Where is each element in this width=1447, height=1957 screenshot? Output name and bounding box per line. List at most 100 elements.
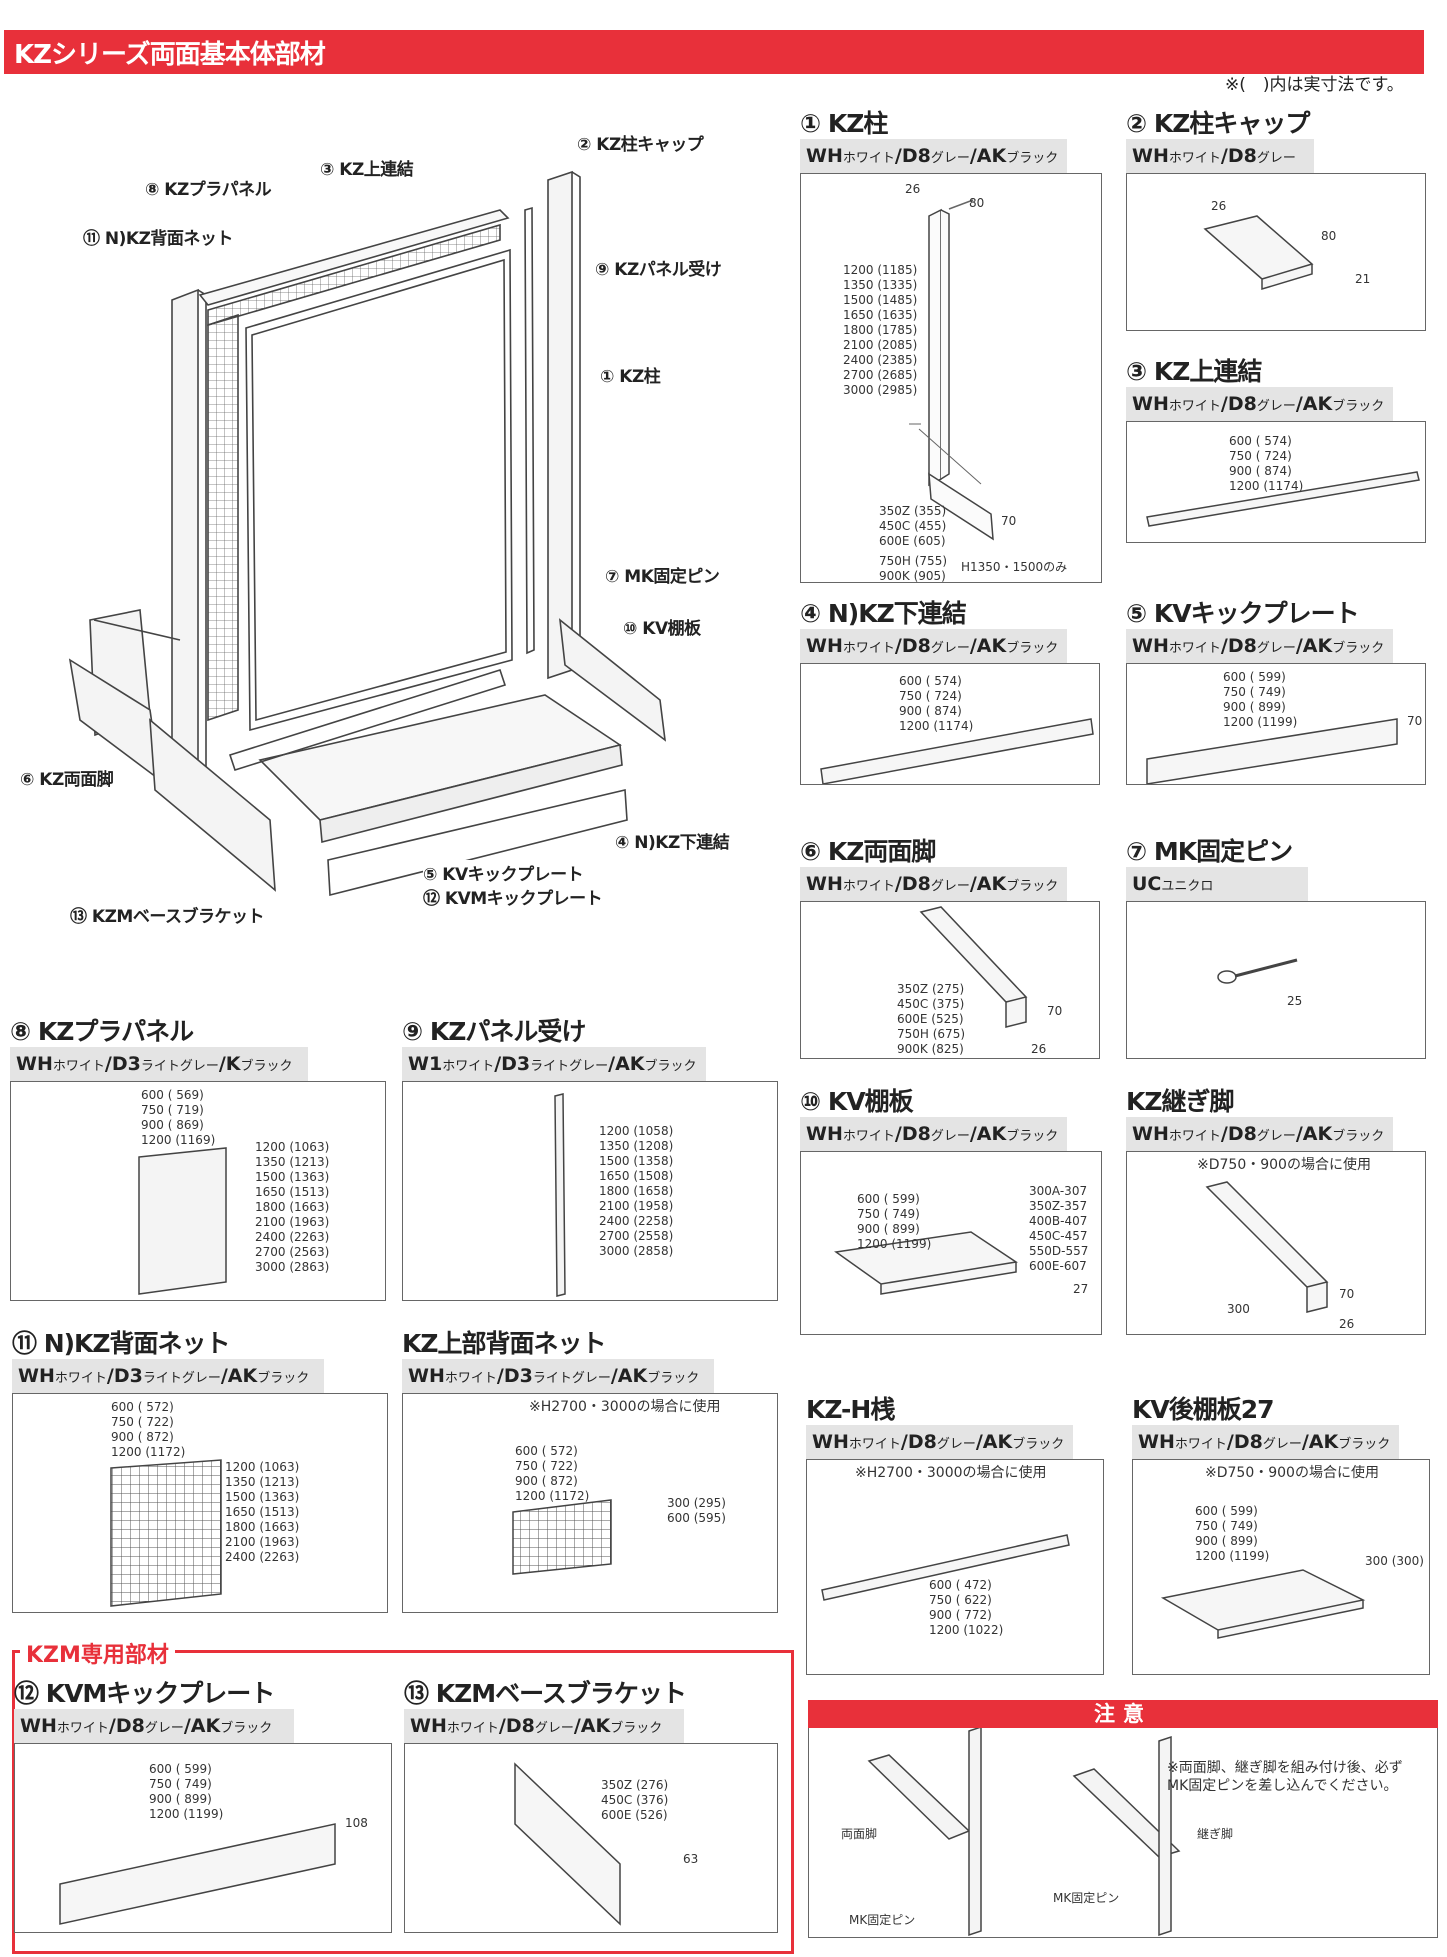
diagram-label-fixing-pin: ⑦ MK固定ピン [605, 562, 720, 587]
color-name: ブラック [1006, 641, 1059, 656]
color-band: WHホワイト/D8グレー/AKブラック [1126, 387, 1393, 421]
dim-height: 108 [345, 1816, 368, 1830]
dim-widths: 600 ( 572) 750 ( 722) 900 ( 872) 1200 (1… [515, 1444, 590, 1503]
part-drawing: 600 ( 599) 750 ( 749) 900 ( 899) 1200 (1… [14, 1743, 392, 1933]
color-name: ブラック [1012, 1437, 1065, 1452]
dim-widths: 600 ( 599) 750 ( 749) 900 ( 899) 1200 (1… [1223, 670, 1298, 729]
color-band: WHホワイト/D8グレー/AKブラック [806, 1425, 1073, 1459]
color-band: WHホワイト/D8グレー [1126, 139, 1314, 173]
part-drawing: 600 ( 572) 750 ( 722) 900 ( 872) 1200 (1… [12, 1393, 388, 1613]
dim-width: 26 [1339, 1317, 1355, 1331]
dim-widths: 600 ( 472) 750 ( 622) 900 ( 772) 1200 (1… [929, 1578, 1004, 1637]
part-title: ① KZ柱 [800, 109, 888, 138]
color-name: ライトグレー [530, 1059, 609, 1074]
usage-note: ※H2700・3000の場合に使用 [855, 1465, 1047, 1481]
color-name: ホワイト [848, 1437, 901, 1452]
dim-widths: 600 ( 599) 750 ( 749) 900 ( 899) 1200 (1… [857, 1192, 932, 1251]
color-code: WH [1132, 1123, 1169, 1145]
color-name: ブラック [240, 1059, 293, 1074]
dim-heights: 1200 (1185) 1350 (1335) 1500 (1485) 1650… [843, 263, 918, 397]
color-name: グレー [144, 1721, 184, 1736]
dim-leg-depths: 350Z (355) 450C (455) 600E (605) [879, 504, 947, 548]
part-title: ⑨ KZパネル受け [402, 1017, 586, 1046]
color-name: ホワイト [842, 641, 895, 656]
kzm-section-frame [12, 1650, 794, 1954]
color-code: WH [806, 873, 843, 895]
color-code: /D8 [900, 1431, 937, 1453]
part-title: KZ-H桟 [806, 1395, 895, 1424]
color-name: ライトグレー [142, 1371, 221, 1386]
part-title: ④ N)KZ下連結 [800, 599, 967, 628]
dim-depths: 300A-307 350Z-357 400B-407 450C-457 550D… [1029, 1184, 1089, 1273]
part-title: ⑫ KVMキックプレート [14, 1679, 275, 1708]
section-title: KZシリーズ両面基本体部材 [14, 40, 326, 70]
color-name: ブラック [1006, 879, 1059, 894]
usage-note: ※D750・900の場合に使用 [1205, 1465, 1379, 1481]
color-code: WH [1132, 393, 1169, 415]
color-name: グレー [930, 1129, 970, 1144]
color-code: /D8 [1220, 635, 1257, 657]
color-band: WHホワイト/D8グレー/AKブラック [800, 867, 1067, 901]
diagram-label-base-bracket: ⑬ KZMベースブラケット [70, 902, 265, 927]
color-name: ブラック [1338, 1437, 1391, 1452]
color-code: WH [16, 1053, 53, 1075]
dim-depth: 80 [969, 196, 985, 210]
color-name: ホワイト [842, 879, 895, 894]
color-code: /AK [573, 1715, 611, 1737]
part-drawing: 600 ( 599) 750 ( 749) 900 ( 899) 1200 (1… [800, 1151, 1102, 1335]
color-name: ホワイト [1174, 1437, 1227, 1452]
part-drawing: ※D750・900の場合に使用 600 ( 599) 750 ( 749) 90… [1132, 1459, 1430, 1675]
part-title: ⑬ KZMベースブラケット [404, 1679, 687, 1708]
dim-heights: 1200 (1063) 1350 (1213) 1500 (1363) 1650… [255, 1140, 330, 1274]
dim-depth: 80 [1321, 229, 1337, 243]
color-name: ホワイト [1168, 151, 1221, 166]
color-band: UCユニクロ [1126, 867, 1308, 901]
dimension-note: ※( )内は実寸法です。 [1225, 75, 1404, 95]
dim-width: 26 [905, 182, 921, 196]
warning-label-pin-right: MK固定ピン [1053, 1891, 1120, 1905]
part-title: ⑪ N)KZ背面ネット [12, 1329, 231, 1358]
part-drawing: ※H2700・3000の場合に使用 600 ( 472) 750 ( 622) … [806, 1459, 1104, 1675]
color-name: ホワイト [1168, 1129, 1221, 1144]
diagram-label-kick-plate: ⑤ KVキックプレート [423, 860, 584, 885]
part-drawing: 600 ( 599) 750 ( 749) 900 ( 899) 1200 (1… [1126, 663, 1426, 785]
diagram-label-post: ① KZ柱 [600, 362, 661, 387]
color-code: /AK [608, 1053, 645, 1075]
warning-box: ※両面脚、継ぎ脚を組み付け後、必ず MK固定ピンを差し込んでください。 両面脚 … [808, 1700, 1438, 1938]
warning-label-pin-left: MK固定ピン [849, 1913, 916, 1927]
color-code: /D8 [1220, 145, 1257, 167]
color-name: ブラック [1332, 399, 1385, 414]
part-drawing: 26 80 21 [1126, 173, 1426, 331]
color-code: /AK [969, 635, 1007, 657]
color-name: ホワイト [842, 1129, 895, 1144]
color-band: WHホワイト/D8グレー/AKブラック [800, 1117, 1067, 1151]
color-band: WHホワイト/D8グレー/AKブラック [800, 139, 1067, 173]
diagram-label-bottom-connector: ④ N)KZ下連結 [615, 828, 730, 853]
color-code: /AK [610, 1365, 648, 1387]
color-name: ホワイト [52, 1059, 105, 1074]
color-code: /D8 [1220, 393, 1257, 415]
part-title: KZ継ぎ脚 [1126, 1087, 1235, 1116]
color-name: グレー [1256, 399, 1296, 414]
color-name: ブラック [1332, 1129, 1385, 1144]
color-code: WH [812, 1431, 849, 1453]
part-drawing: 350Z (276) 450C (376) 600E (526) 63 [404, 1743, 778, 1933]
color-band: WHホワイト/D3ライトグレー/Kブラック [10, 1047, 308, 1081]
color-name: グレー [1256, 1129, 1296, 1144]
color-code: WH [18, 1365, 55, 1387]
diagram-label-back-net: ⑪ N)KZ背面ネット [83, 224, 233, 249]
dim-length: 25 [1287, 994, 1303, 1008]
dim-length: 300 [1227, 1302, 1250, 1316]
color-code: /AK [220, 1365, 258, 1387]
dim-leg-depths-extra: 750H (755) 900K (905) [879, 554, 948, 583]
color-code: /D8 [498, 1715, 535, 1737]
section-header: KZシリーズ両面基本体部材 [4, 30, 1424, 74]
color-name: グレー [930, 151, 970, 166]
color-band: WHホワイト/D8グレー/AKブラック [1132, 1425, 1399, 1459]
color-code: WH [806, 1123, 843, 1145]
color-name: ブラック [1006, 151, 1059, 166]
color-name: ブラック [220, 1721, 273, 1736]
part-title: KZ上部背面ネット [402, 1329, 607, 1358]
dim-leg-depths: 350Z (275) 450C (375) 600E (525) 750H (6… [897, 982, 966, 1056]
dim-widths: 600 ( 574) 750 ( 724) 900 ( 874) 1200 (1… [1229, 434, 1304, 493]
